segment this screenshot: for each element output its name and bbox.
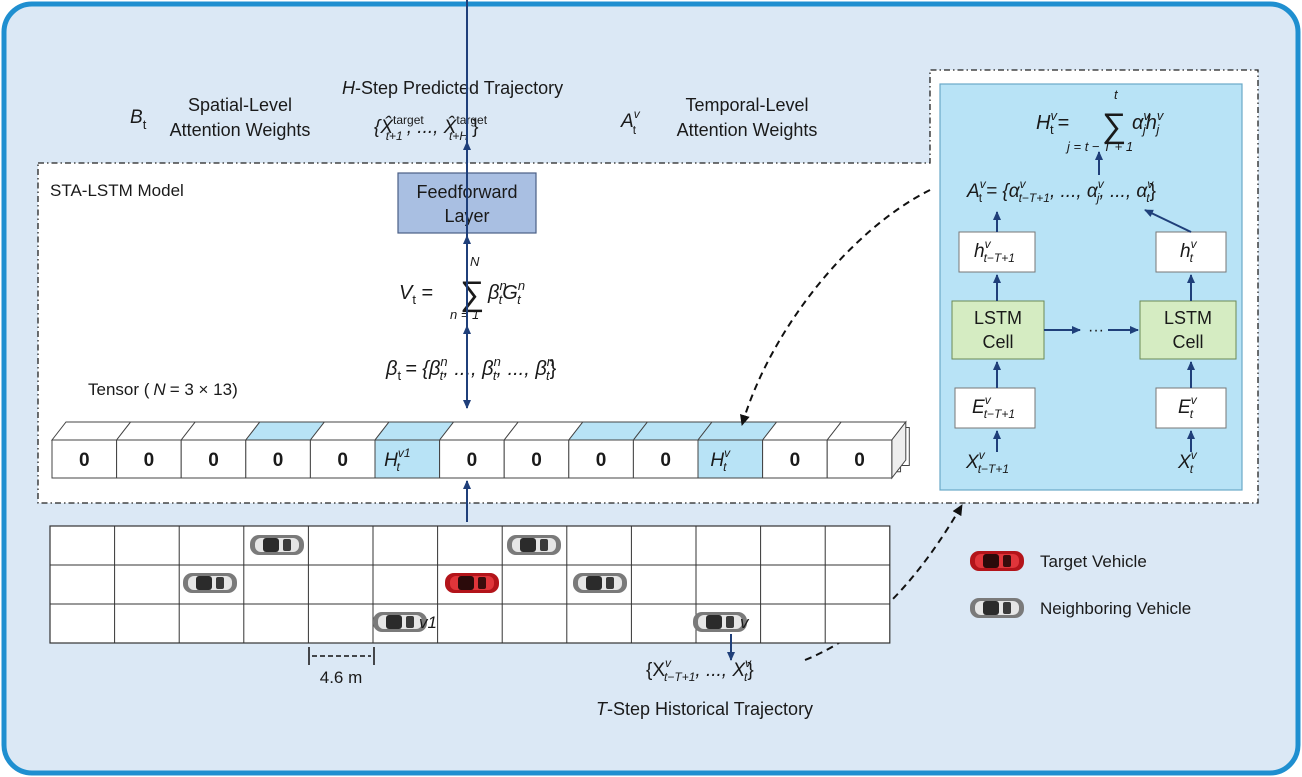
lstm-dots: ··· bbox=[1088, 322, 1104, 339]
temporal-title-line1: Temporal-Level bbox=[685, 95, 808, 115]
neighbor-car bbox=[183, 573, 237, 593]
tensor-cell bbox=[245, 439, 311, 479]
ht-sum: ∑ bbox=[1102, 107, 1126, 145]
vt-sum: ∑ bbox=[460, 275, 484, 313]
e-box-right bbox=[1155, 387, 1227, 429]
tensor-cell-zero-label: 0 bbox=[660, 450, 671, 471]
tensor-cell-zero-label: 0 bbox=[144, 450, 155, 471]
legend-target: Target Vehicle bbox=[1040, 552, 1147, 571]
tensor-label: Tensor (N= 3 × 13) bbox=[88, 380, 238, 399]
lstm-cell-left bbox=[951, 300, 1045, 360]
tensor-cell bbox=[309, 439, 376, 479]
model-label: STA-LSTM Model bbox=[50, 181, 184, 200]
tensor-cell bbox=[697, 439, 764, 479]
h-box-left bbox=[958, 231, 1036, 273]
history-title: T-Step Historical Trajectory bbox=[596, 699, 813, 719]
neighbor-car bbox=[573, 573, 627, 593]
tensor-cell bbox=[374, 439, 441, 479]
scale-label: 4.6 m bbox=[320, 668, 363, 687]
predicted-title: H-Step Predicted Trajectory bbox=[342, 78, 563, 98]
tensor-cell bbox=[568, 439, 634, 479]
lstm-cell-left-line1: LSTM bbox=[974, 308, 1022, 328]
temporal-title-line2: Attention Weights bbox=[677, 120, 818, 140]
legend-target-icon bbox=[970, 551, 1024, 571]
e-box-left bbox=[954, 387, 1036, 429]
tensor-cell bbox=[826, 439, 893, 479]
lstm-cell-left-line2: Cell bbox=[982, 332, 1013, 352]
tensor-cell bbox=[762, 439, 828, 479]
lstm-cell-right-line2: Cell bbox=[1172, 332, 1203, 352]
legend-neighbor: Neighboring Vehicle bbox=[1040, 599, 1191, 618]
tensor-cell bbox=[503, 439, 570, 479]
curve-lstm-to-tensor bbox=[740, 189, 931, 426]
tensor-cell-zero-label: 0 bbox=[790, 450, 801, 471]
tensor-cell-zero-label: 0 bbox=[854, 450, 865, 471]
neighbor-car bbox=[250, 535, 304, 555]
tensor-cell-zero-label: 0 bbox=[531, 450, 542, 471]
tensor-cell-zero-label: 0 bbox=[79, 450, 90, 471]
legend-neighbor-icon bbox=[970, 598, 1024, 618]
tensor-cell bbox=[180, 439, 247, 479]
tensor-cell-zero-label: 0 bbox=[467, 450, 478, 471]
tensor-cell-zero-label: 0 bbox=[273, 450, 284, 471]
neighbor-car-v bbox=[693, 612, 747, 632]
neighbor-car bbox=[507, 535, 561, 555]
tensor-cell-zero-label: 0 bbox=[337, 450, 348, 471]
tensor-cell bbox=[116, 439, 182, 479]
lstm-cell-right-line1: LSTM bbox=[1164, 308, 1212, 328]
lstm-cell-right bbox=[1139, 300, 1237, 360]
vt-lower: n = 1 bbox=[450, 307, 479, 322]
spatial-title-line1: Spatial-Level bbox=[188, 95, 292, 115]
ht-upper: t bbox=[1114, 87, 1119, 102]
tensor-cell-zero-label: 0 bbox=[596, 450, 607, 471]
arrow-hright-to-at bbox=[1144, 209, 1192, 233]
curve-history-to-lstm bbox=[804, 504, 963, 661]
tensor-cell bbox=[632, 439, 699, 479]
vt-lhs: Vt = bbox=[399, 282, 433, 307]
tensor-cell-zero-label: 0 bbox=[208, 450, 219, 471]
ht-lower: j = t − T + 1 bbox=[1065, 139, 1133, 154]
tensor-cell bbox=[439, 439, 505, 479]
v1-label: v1 bbox=[419, 613, 437, 632]
v-label: v bbox=[740, 613, 750, 632]
vt-upper: N bbox=[470, 254, 480, 269]
spatial-symbol: Bt bbox=[130, 107, 147, 132]
target-car bbox=[445, 573, 499, 593]
spatial-title-line2: Attention Weights bbox=[170, 120, 311, 140]
